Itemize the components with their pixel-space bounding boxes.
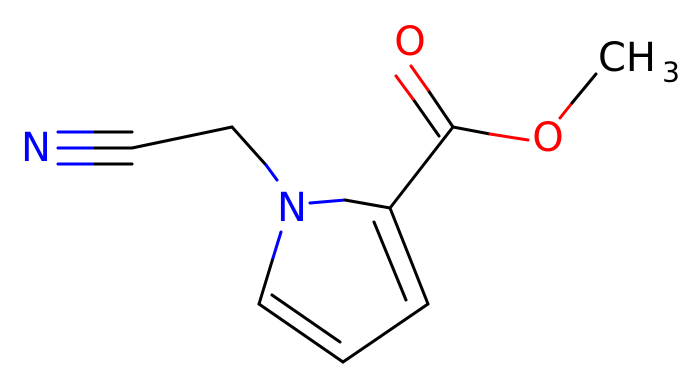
c2-c3-bond-inner xyxy=(372,220,408,302)
ch2-nring-bond-blue xyxy=(264,163,279,182)
c2-c3-bond xyxy=(388,206,430,306)
c2-carbonyl-bond xyxy=(388,125,455,210)
atom-n-ring: N xyxy=(277,185,307,231)
c4-c5-bond xyxy=(257,302,345,364)
nring-c2-bond-black xyxy=(343,198,392,210)
c5-nring-bond-blue xyxy=(271,230,283,260)
c3-c4-bond xyxy=(341,302,430,364)
atom-o-carbonyl: O xyxy=(394,19,425,65)
carbonyl-double-bond-2-black xyxy=(411,97,441,138)
oester-methyl-bond-black xyxy=(570,72,598,105)
nitrile-triple-bond xyxy=(56,130,134,166)
nring-c2-bond-blue xyxy=(308,198,347,205)
ch2-nring-bond-black xyxy=(230,125,268,167)
carbonyl-oester-bond-red xyxy=(488,132,530,142)
carbonyl-double-bond-1-black xyxy=(426,88,455,129)
c5-nring-bond-black xyxy=(257,256,275,306)
carbonyl-double-bond-1-red xyxy=(409,64,430,92)
atom-o-ester: O xyxy=(532,115,563,161)
atom-n-nitrile: N xyxy=(21,125,51,171)
atom-methyl-subscript: 3 xyxy=(662,56,680,89)
nitrile-ch2-bond xyxy=(130,125,234,150)
c4-c5-bond-inner xyxy=(270,293,342,344)
carbonyl-double-bond-2-red xyxy=(394,74,415,101)
carbonyl-oester-bond-black xyxy=(451,125,492,136)
atom-methyl: CH xyxy=(598,35,656,81)
oester-methyl-bond-red xyxy=(558,101,574,120)
